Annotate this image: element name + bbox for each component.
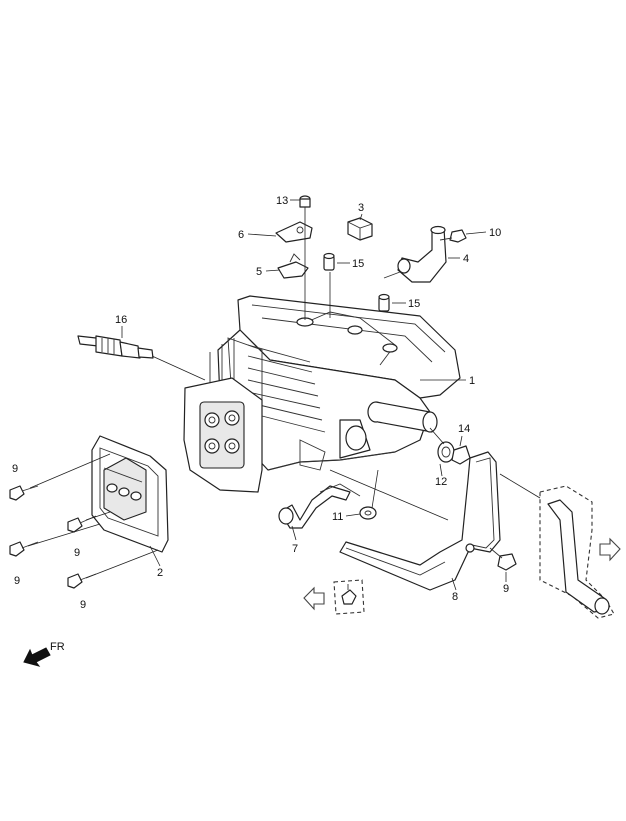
dowel-15b[interactable] bbox=[378, 293, 390, 312]
leader-lines bbox=[27, 199, 541, 591]
callout-16: 16 bbox=[115, 314, 127, 326]
bolt-10[interactable] bbox=[439, 229, 467, 243]
callout-9c: 9 bbox=[14, 575, 20, 587]
bolt-9e[interactable] bbox=[489, 547, 517, 571]
front-direction-arrow-icon bbox=[23, 647, 51, 667]
callout-9e: 9 bbox=[503, 583, 509, 595]
callout-9b: 9 bbox=[74, 547, 80, 559]
cylinder-head[interactable] bbox=[183, 295, 461, 493]
clip-3[interactable] bbox=[347, 217, 373, 241]
callout-8: 8 bbox=[452, 591, 458, 603]
direction-label: FR bbox=[50, 641, 65, 653]
callout-1: 1 bbox=[469, 375, 475, 387]
clip-5[interactable] bbox=[277, 253, 309, 279]
heat-shield[interactable] bbox=[339, 451, 501, 591]
callout-labels: 13 6 5 3 15 15 10 4 1 16 14 12 11 7 2 8 … bbox=[12, 195, 509, 611]
callout-15b: 15 bbox=[408, 298, 420, 310]
hose-reference bbox=[539, 485, 615, 619]
callout-14: 14 bbox=[458, 423, 470, 435]
callout-10: 10 bbox=[489, 227, 501, 239]
head-cover[interactable] bbox=[91, 435, 169, 553]
callout-5: 5 bbox=[256, 266, 262, 278]
callout-12: 12 bbox=[435, 476, 447, 488]
breather-tube[interactable] bbox=[278, 483, 361, 529]
gasket-14[interactable] bbox=[451, 445, 471, 465]
small-bolt-reference bbox=[333, 579, 365, 615]
callout-9d: 9 bbox=[80, 599, 86, 611]
intake-pipe[interactable] bbox=[383, 225, 447, 283]
callout-13: 13 bbox=[276, 195, 288, 207]
callout-15a: 15 bbox=[352, 258, 364, 270]
callout-2: 2 bbox=[157, 567, 163, 579]
spark-plug[interactable] bbox=[77, 335, 154, 359]
callout-3: 3 bbox=[358, 202, 364, 214]
callout-6: 6 bbox=[238, 229, 244, 241]
flow-arrow-right-icon bbox=[599, 537, 621, 562]
plate-6[interactable] bbox=[275, 221, 313, 243]
bolt-13[interactable] bbox=[299, 195, 311, 222]
dowel-15a[interactable] bbox=[323, 252, 335, 271]
bolt-9a[interactable] bbox=[9, 485, 39, 501]
callout-9a: 9 bbox=[12, 463, 18, 475]
flow-arrow-left-icon bbox=[303, 586, 325, 611]
washer-11[interactable] bbox=[359, 506, 377, 520]
callout-7: 7 bbox=[292, 543, 298, 555]
callout-4: 4 bbox=[463, 253, 469, 265]
callout-11: 11 bbox=[332, 511, 343, 523]
